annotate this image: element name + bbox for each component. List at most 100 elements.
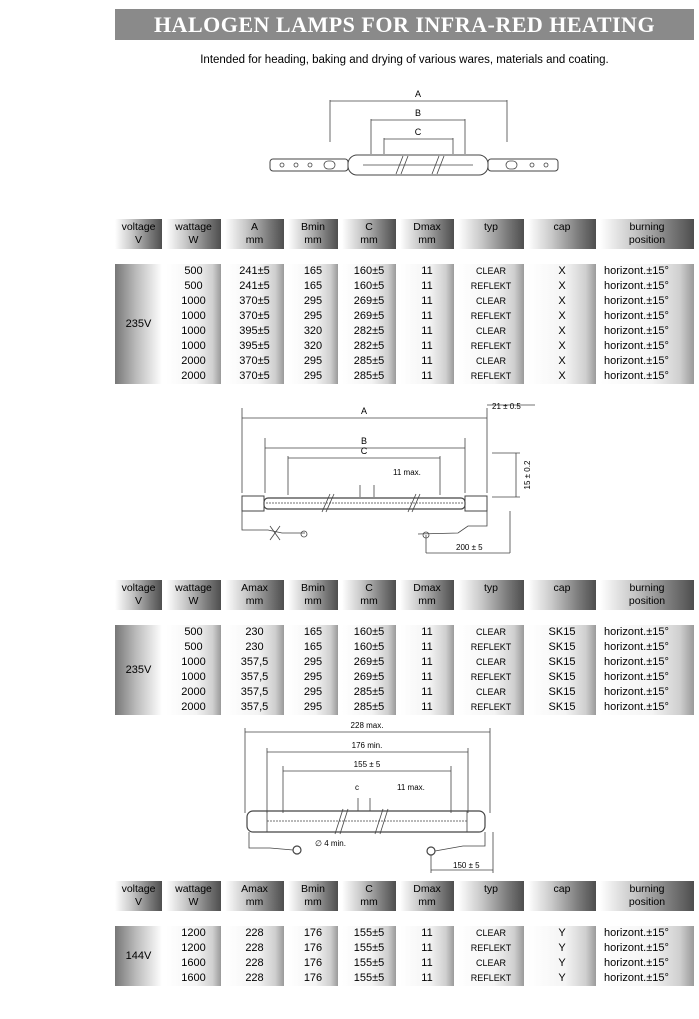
column-background — [288, 264, 338, 384]
table-cell: 282±5 — [353, 325, 385, 337]
column-background — [166, 926, 221, 986]
column-background — [225, 926, 284, 986]
dim-diameter-label: ∅ 4 min. — [315, 839, 346, 848]
table-cell: 395±5 — [239, 325, 270, 337]
dim-b-label: B — [361, 436, 367, 446]
table-cell: X — [558, 340, 566, 352]
table-cell: CLEAR — [475, 657, 506, 667]
table-cell: CLEAR — [475, 356, 506, 366]
table-cell: CLEAR — [475, 958, 506, 968]
table-cell: 11 — [421, 370, 433, 382]
table-cell: 176 — [303, 942, 323, 954]
voltage-cell: 235V — [115, 625, 162, 715]
table-cell: 320 — [303, 325, 323, 337]
table-cell: SK15 — [548, 626, 576, 638]
table-cell: 1000 — [181, 671, 206, 683]
table-cell: SK15 — [548, 671, 576, 683]
table-cell: 165 — [303, 280, 323, 292]
dim-200-label: 200 ± 5 — [456, 543, 483, 552]
table-cell: 285±5 — [353, 686, 385, 698]
table-cell: 1000 — [181, 325, 206, 337]
table-cell: 295 — [303, 310, 323, 322]
table-cell: REFLEKT — [470, 311, 512, 321]
header-cell: cap — [528, 219, 596, 249]
column-background — [528, 926, 596, 986]
table-cell: 320 — [303, 340, 323, 352]
table-cell: 160±5 — [353, 265, 385, 277]
table-cell: 285±5 — [353, 370, 385, 382]
table-cell: 241±5 — [239, 265, 270, 277]
table-cell: 1600 — [181, 957, 206, 969]
voltage-cell: 144V — [115, 926, 162, 986]
table-cell: 11 — [421, 340, 433, 352]
column-background — [166, 625, 221, 715]
table-cell: 160±5 — [353, 641, 385, 653]
table-cell: 370±5 — [239, 295, 270, 307]
table-cell: Y — [558, 927, 566, 939]
column-background — [400, 264, 454, 384]
table-cell: SK15 — [548, 656, 576, 668]
table-cell: 1200 — [181, 927, 206, 939]
column-background — [458, 264, 524, 384]
table-cell: X — [558, 310, 566, 322]
table-cell: 370±5 — [239, 310, 270, 322]
column-background — [342, 926, 396, 986]
dim-155-label: 155 ± 5 — [354, 760, 381, 769]
table-cell: SK15 — [548, 701, 576, 713]
page-title: HALOGEN LAMPS FOR INFRA-RED HEATING — [115, 9, 694, 40]
table-cell: 285±5 — [353, 355, 385, 367]
header-cell: typ — [458, 219, 524, 249]
table-cell: 500 — [184, 641, 203, 653]
table-cell: 2000 — [181, 701, 206, 713]
lamp-diagram-1: A B C — [269, 89, 559, 176]
table-cell: horizont.±15° — [604, 626, 669, 638]
column-background — [458, 926, 524, 986]
column-background — [225, 625, 284, 715]
table-cell: 228 — [245, 942, 264, 954]
table-cell: 500 — [184, 626, 203, 638]
dim-11-label: 11 max. — [397, 783, 425, 792]
table-cell: horizont.±15° — [604, 942, 669, 954]
table-cell: 357,5 — [240, 686, 269, 698]
table-cell: 165 — [303, 641, 323, 653]
column-background — [400, 926, 454, 986]
table-cell: 295 — [303, 295, 323, 307]
column-background — [342, 264, 396, 384]
lamp-diagram-2: A B C 21 ± 0.5 15 ± 0.2 11 max. 200 ± 5 — [241, 402, 535, 554]
table-cell: 11 — [421, 355, 433, 367]
table-cell: 11 — [421, 942, 433, 954]
table-cell: 395±5 — [239, 340, 270, 352]
table-cell: X — [558, 370, 566, 382]
dim-c-label: C — [361, 446, 368, 456]
dim-a-label: A — [361, 406, 367, 416]
voltage-cell: 235V — [115, 264, 162, 384]
table-cell: 1200 — [181, 942, 206, 954]
table-cell: REFLEKT — [470, 943, 512, 953]
table-cell: 269±5 — [353, 671, 385, 683]
column-background — [528, 625, 596, 715]
table-cell: 500 — [184, 265, 203, 277]
header-cell: cap — [528, 580, 596, 610]
dim-15-label: 15 ± 0.2 — [523, 460, 532, 489]
table-cell: 269±5 — [353, 656, 385, 668]
table-cell: 160±5 — [353, 626, 385, 638]
table-cell: horizont.±15° — [604, 671, 669, 683]
